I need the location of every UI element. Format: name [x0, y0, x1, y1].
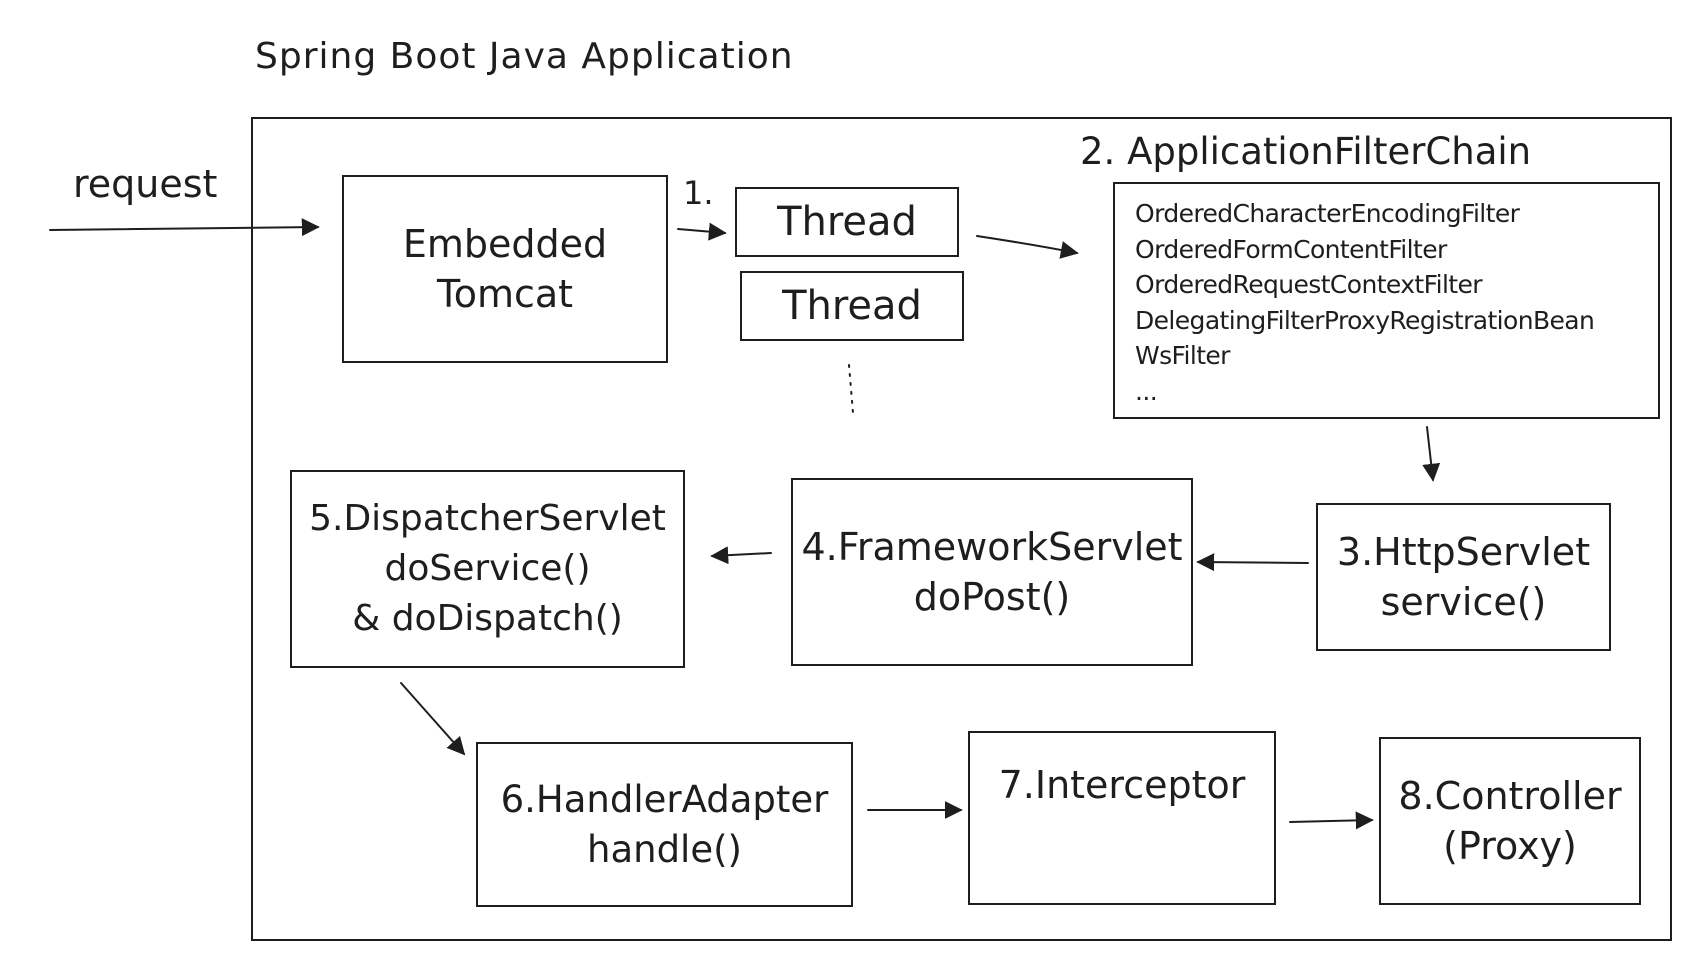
handler-adapter-line1: 6.HandlerAdapter — [500, 777, 829, 821]
filter-chain-box: OrderedCharacterEncodingFilter OrderedFo… — [1113, 182, 1660, 419]
thread-label: Thread — [782, 283, 922, 329]
step1-label: 1. — [683, 174, 714, 212]
framework-servlet-line1: 4.FrameworkServlet — [801, 525, 1183, 569]
filter-item: WsFilter — [1135, 341, 1230, 371]
app-title: Spring Boot Java Application — [255, 36, 794, 77]
embedded-tomcat-box: Embedded Tomcat — [342, 175, 668, 363]
dispatcher-servlet-line2: doService() — [384, 548, 591, 589]
framework-servlet-box: 4.FrameworkServlet doPost() — [791, 478, 1193, 666]
controller-box: 8.Controller (Proxy) — [1379, 737, 1641, 905]
dispatcher-servlet-box: 5.DispatcherServlet doService() & doDisp… — [290, 470, 685, 668]
dispatcher-servlet-line1: 5.DispatcherServlet — [309, 498, 666, 539]
thread-box-1: Thread — [735, 187, 959, 257]
filter-item: OrderedRequestContextFilter — [1135, 270, 1483, 300]
thread-box-2: Thread — [740, 271, 964, 341]
filter-item: DelegatingFilterProxyRegistrationBean — [1135, 305, 1595, 335]
thread-label: Thread — [777, 199, 917, 245]
filter-item: OrderedCharacterEncodingFilter — [1135, 199, 1520, 228]
filter-chain-title: 2. ApplicationFilterChain — [1080, 130, 1532, 173]
tomcat-line2: Tomcat — [436, 272, 574, 316]
dispatcher-servlet-line3: & doDispatch() — [352, 598, 623, 639]
handler-adapter-box: 6.HandlerAdapter handle() — [476, 742, 853, 907]
interceptor-box: 7.Interceptor — [968, 731, 1276, 905]
framework-servlet-line2: doPost() — [913, 575, 1071, 619]
http-servlet-line2: service() — [1380, 580, 1547, 624]
tomcat-line1: Embedded — [402, 222, 608, 266]
controller-line2: (Proxy) — [1443, 824, 1577, 868]
filter-item: OrderedFormContentFilter — [1135, 234, 1447, 264]
http-servlet-line1: 3.HttpServlet — [1336, 530, 1591, 574]
interceptor-line1: 7.Interceptor — [998, 763, 1246, 807]
request-label: request — [73, 162, 218, 206]
filter-item: ... — [1135, 376, 1158, 406]
http-servlet-box: 3.HttpServlet service() — [1316, 503, 1611, 651]
controller-line1: 8.Controller — [1398, 774, 1622, 818]
application-container — [251, 117, 1672, 941]
handler-adapter-line2: handle() — [587, 827, 742, 871]
